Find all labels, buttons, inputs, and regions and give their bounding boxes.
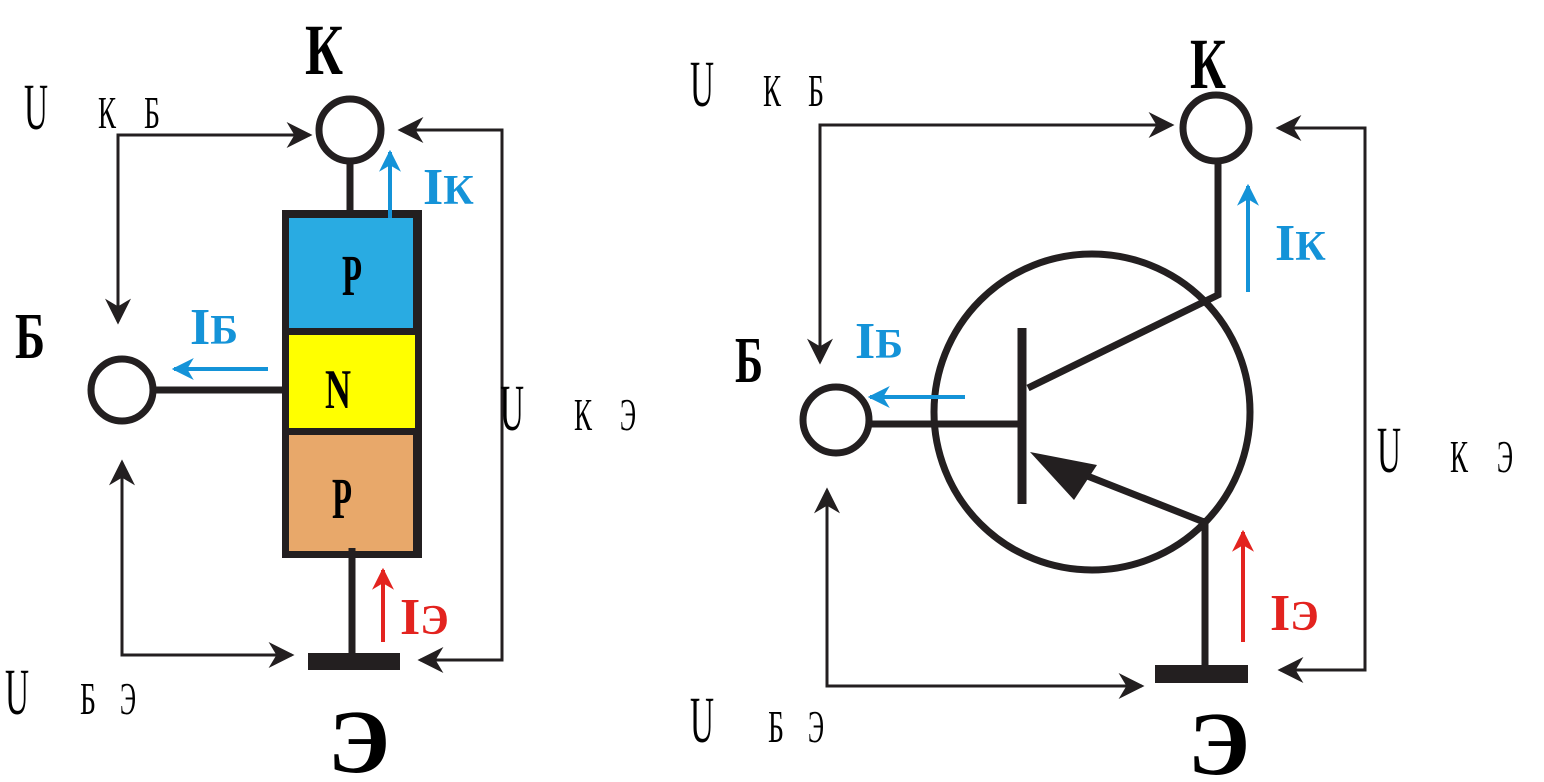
ie-label: IЭ [400,589,449,646]
svg-text:Э: Э [120,673,136,724]
svg-text:Б: Б [80,673,96,724]
svg-text:К: К [574,389,592,440]
emitter-label: Э [1188,695,1250,782]
ie-label: IЭ [1270,585,1319,642]
svg-text:U: U [5,656,29,729]
ik-label: IК [1275,215,1326,272]
svg-text:U: U [690,48,714,121]
p-collector-region [289,218,413,328]
base-label: Б [15,300,45,373]
svg-text:К: К [98,87,116,138]
uke-wire [1275,115,1367,670]
collector-label: К [1190,24,1226,104]
layer-label-p-bottom: P [332,466,352,531]
transistor-envelope [930,250,1254,574]
base-terminal [87,355,157,425]
layer-label-p-top: P [342,243,362,308]
svg-text:Э: Э [620,389,636,440]
collector-lead [1026,290,1222,392]
collector-label: К [305,10,343,90]
svg-text:U: U [24,71,48,144]
emitter-terminal [308,653,400,670]
ube-wire [825,490,1145,699]
ukb-wire [818,112,1175,360]
svg-text:U: U [1377,414,1401,487]
collector-terminal [1179,91,1253,165]
emitter-label: Э [328,693,390,782]
n-base-region [289,335,415,428]
ik-label: IК [423,159,474,216]
base-terminal [799,383,873,457]
svg-text:Б: Б [808,65,824,116]
emitter-arrow-icon [1030,452,1097,500]
svg-text:U: U [500,372,524,445]
svg-text:Б: Б [144,87,160,138]
ib-label: IБ [855,313,903,370]
svg-text:Э: Э [1497,431,1513,482]
uke-label: U К Э [1377,414,1513,487]
ube-label: U Б Э [5,656,136,729]
ukb-wire [116,122,313,320]
svg-text:К: К [763,65,781,116]
ube-wire [120,462,295,668]
ukb-label: U К Б [690,48,824,121]
left-structure-diagram: P N P IБ IК IЭ К Б Э U К Б U К Э U [5,10,636,782]
base-label: Б [735,324,763,397]
uke-wire [397,117,504,660]
ukb-label: U К Б [24,71,160,144]
svg-text:К: К [1450,431,1468,482]
p-emitter-region [289,435,413,551]
collector-terminal [315,95,385,165]
svg-text:U: U [690,684,714,757]
ib-label: IБ [190,299,238,356]
svg-text:Б: Б [768,701,784,752]
ube-label: U Б Э [690,684,824,757]
emitter-terminal [1155,665,1248,683]
layer-label-n: N [325,359,351,421]
right-schematic-diagram: IК IБ IЭ К Б Э U К Б U К Э U Б Э [690,24,1513,782]
uke-label: U К Э [500,372,636,445]
svg-text:Э: Э [808,701,824,752]
